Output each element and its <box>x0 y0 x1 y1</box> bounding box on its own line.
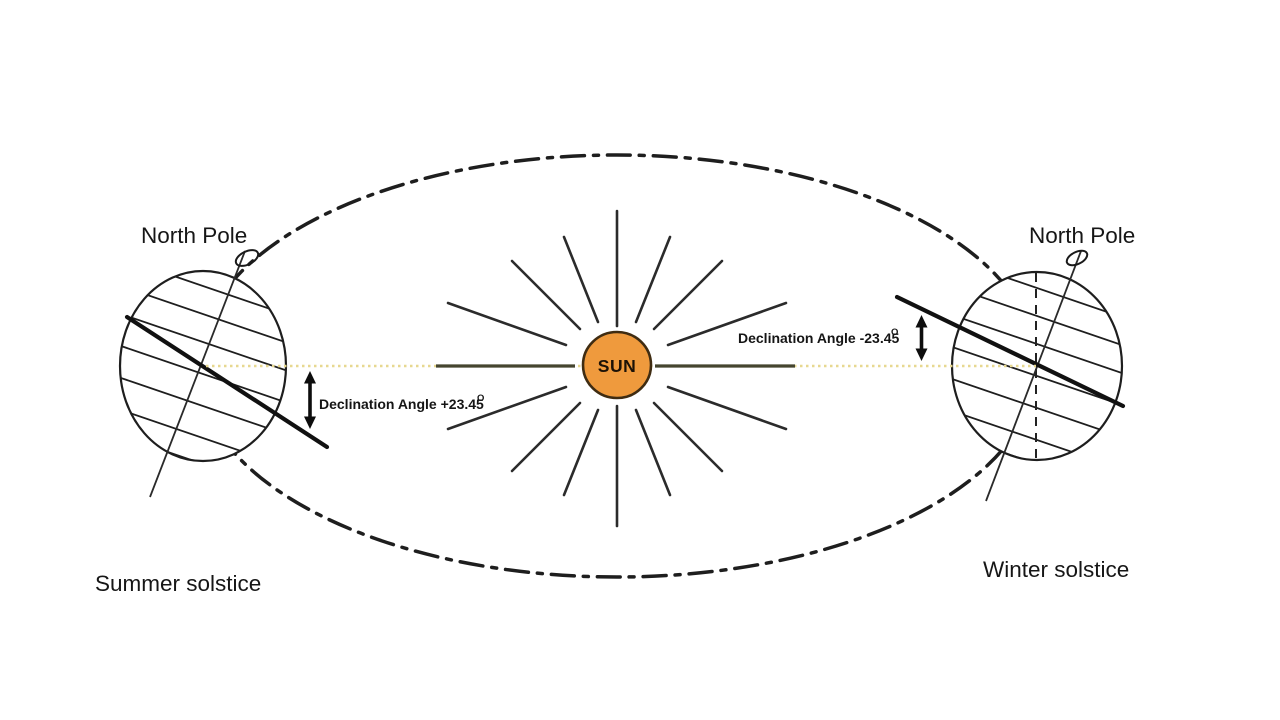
sun-label: SUN <box>598 356 636 376</box>
north-pole-label-right: North Pole <box>1029 223 1135 248</box>
declination-arrow-summer <box>304 371 316 429</box>
earth-winter-rotation-axis <box>985 250 1082 502</box>
sun-rays <box>436 209 795 528</box>
earth-winter-spin-icon <box>1065 249 1089 267</box>
earth-summer-rotation-axis <box>149 250 246 498</box>
summer-solstice-label: Summer solstice <box>95 571 261 596</box>
declination-label-winter-sup: O <box>891 327 898 338</box>
earth-summer-equator-line <box>124 314 330 450</box>
earth-winter-equator-line <box>894 294 1126 409</box>
declination-label-winter: Declination Angle -23.45 <box>738 330 900 346</box>
declination-label-summer-sup: O <box>477 393 484 404</box>
earth-winter <box>894 249 1126 502</box>
sun-circle <box>581 330 653 400</box>
declination-label-summer: Declination Angle +23.45 <box>319 396 484 412</box>
winter-solstice-label: Winter solstice <box>983 557 1129 582</box>
earth-summer-spin-icon <box>234 249 260 267</box>
north-pole-label-left: North Pole <box>141 223 247 248</box>
declination-arrow-winter <box>915 315 928 361</box>
earth-summer <box>118 249 330 498</box>
